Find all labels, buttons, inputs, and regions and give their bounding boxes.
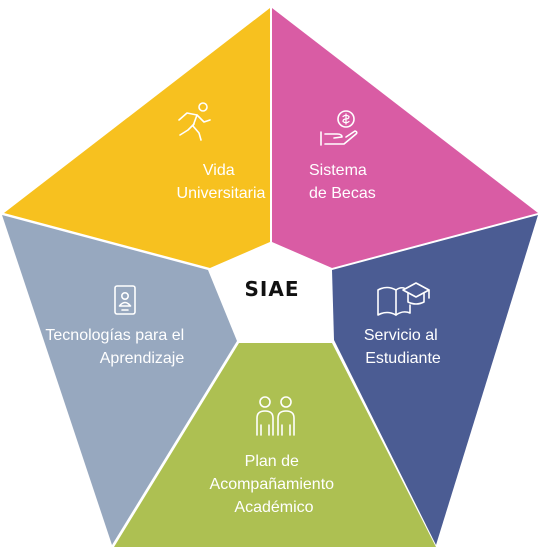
book-graduation-cap-icon — [377, 282, 430, 316]
label-becas-line1: Sistema — [309, 162, 367, 179]
label-servicio-line1: Servicio al — [364, 327, 438, 344]
segment-vida-universitaria[interactable]: Vida Universitaria — [4, 8, 270, 268]
label-servicio-line2: Estudiante — [365, 350, 441, 367]
label-vida-line2: Universitaria — [177, 185, 266, 202]
tablet-user-icon — [114, 285, 136, 315]
segment-servicio-al-estudiante[interactable]: Servicio al Estudiante — [332, 215, 538, 545]
label-becas-line2: de Becas — [309, 185, 376, 202]
label-plan-line2: Acompañamiento — [210, 476, 335, 493]
segment-plan-shape — [114, 343, 436, 547]
two-people-icon — [256, 396, 295, 436]
svg-text:Tecnologías para el Apre: Tecnologías para el Aprendizaje — [45, 327, 188, 367]
svg-text:Servicio al Estudiante: Servicio al Estudiante — [364, 327, 442, 367]
runner-icon — [178, 102, 211, 141]
label-plan-line1: Plan de — [245, 453, 299, 470]
svg-text:Sistema de Becas: Sistema de Becas — [309, 162, 376, 202]
label-vida-line1: Vida — [203, 162, 235, 179]
segment-vida-shape — [4, 8, 270, 268]
label-plan-line3: Académico — [234, 499, 313, 516]
segment-tecnologias-shape — [2, 215, 237, 545]
hand-coin-icon — [320, 110, 358, 146]
segment-servicio-shape — [332, 215, 538, 545]
segment-tecnologias-para-el-aprendizaje[interactable]: Tecnologías para el Aprendizaje — [2, 215, 237, 545]
svg-text:Vida Universitaria: Vida Universitaria — [177, 162, 266, 202]
center-pentagon — [211, 244, 333, 340]
svg-text:Plan de Acompañamiento: Plan de Acompañamiento Académico — [210, 453, 339, 516]
segment-sistema-de-becas[interactable]: Sistema de Becas — [272, 8, 538, 268]
label-tecnologias-line2: Aprendizaje — [100, 350, 185, 367]
label-tecnologias-line1: Tecnologías para el — [45, 327, 184, 344]
segment-plan-de-acompanamiento[interactable]: Plan de Acompañamiento Académico — [114, 343, 436, 547]
segment-becas-shape — [272, 8, 538, 268]
center-label: SIAE — [245, 277, 300, 301]
center-node: SIAE — [211, 244, 333, 340]
